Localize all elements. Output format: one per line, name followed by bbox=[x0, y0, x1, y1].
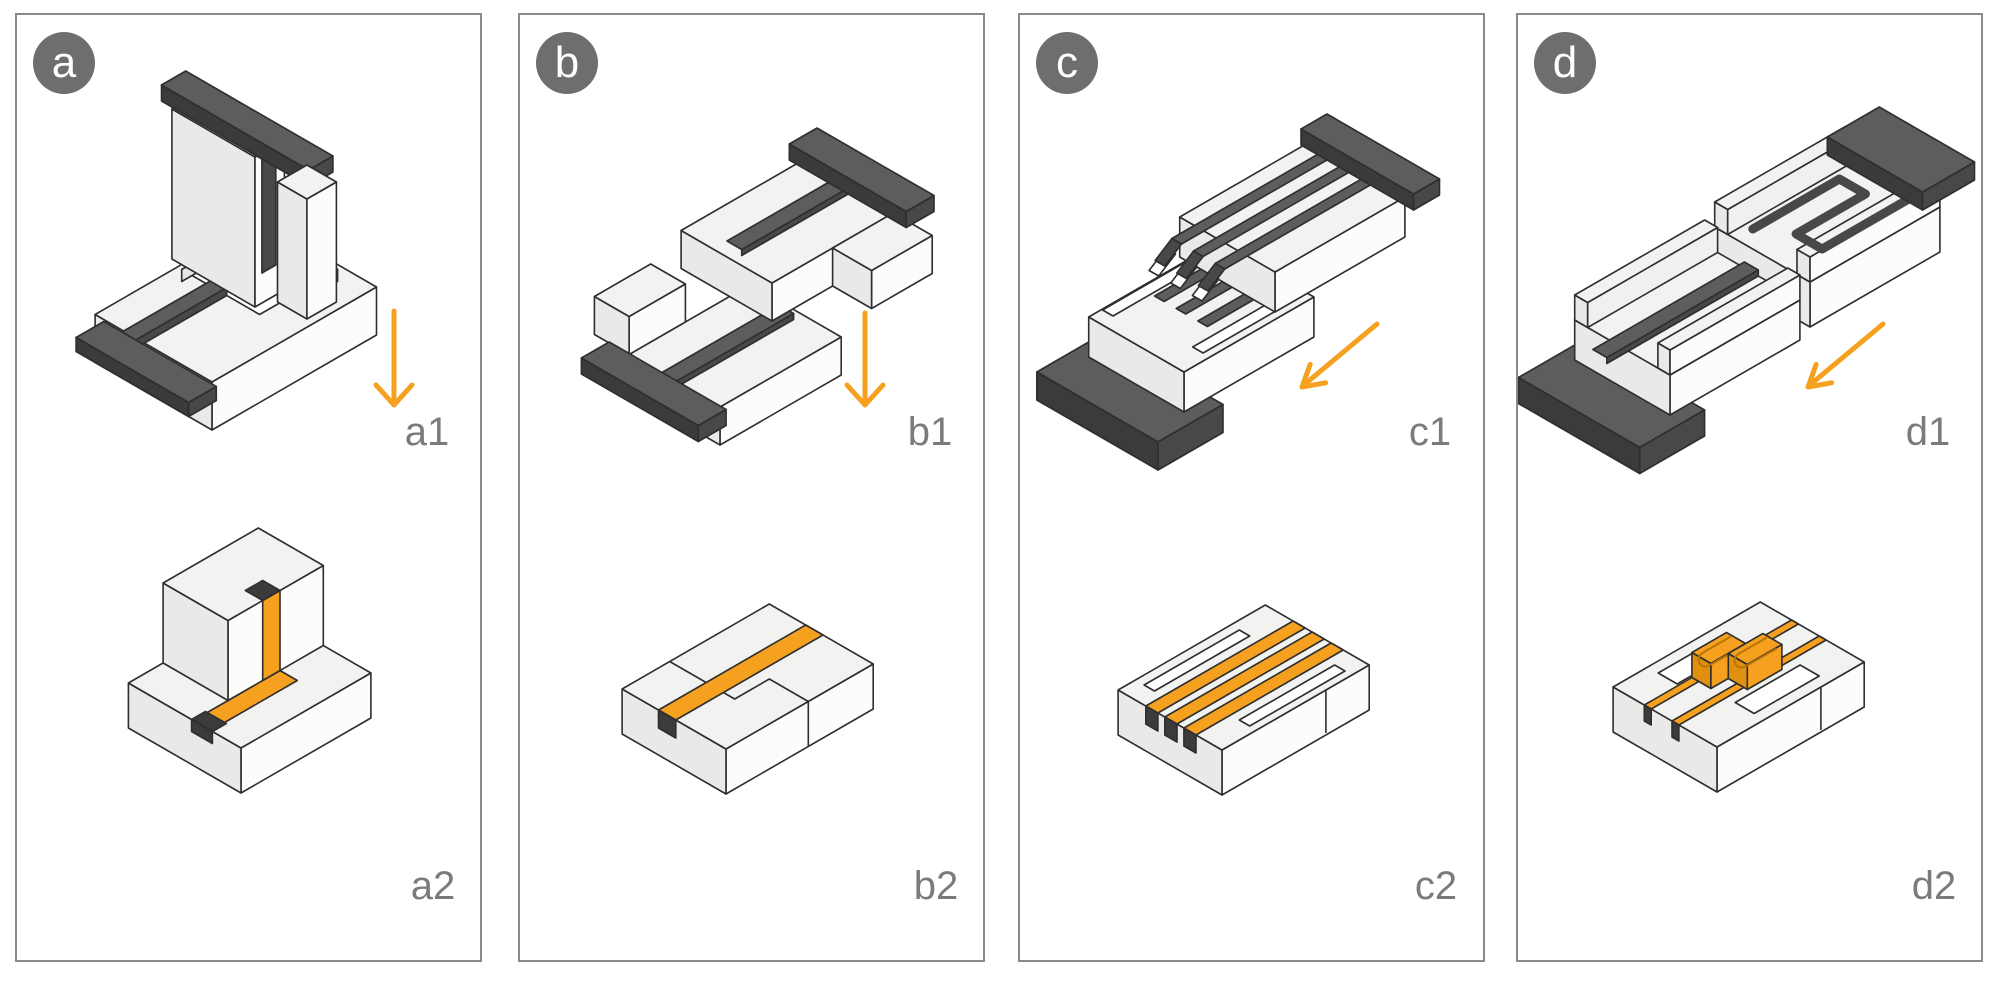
straight-channel bbox=[1592, 261, 1760, 359]
figure-c2-assembled-block bbox=[1117, 604, 1371, 796]
alignment-slot bbox=[1238, 664, 1346, 727]
assembly-direction-arrow bbox=[373, 308, 415, 408]
panel-d-badge-letter: d bbox=[1552, 38, 1578, 87]
figure-a2-assembled-block bbox=[127, 527, 372, 794]
panel-c-illustration: c1 c2 bbox=[1035, 113, 1457, 908]
panel-d-illustration: d1 d2 bbox=[1518, 106, 1976, 908]
panel-b-badge-letter: b bbox=[554, 38, 580, 87]
figure-b1-label: b1 bbox=[908, 410, 953, 454]
figure-b1-top-plate bbox=[680, 127, 935, 322]
assembly-direction-arrow bbox=[1805, 321, 1886, 390]
figure-a1-label: a1 bbox=[405, 410, 450, 454]
serpentine-channel bbox=[1748, 174, 1922, 254]
figure-d2-label: d2 bbox=[1912, 864, 1957, 908]
figure-b2-assembled-block bbox=[621, 603, 875, 795]
figure-b1-bottom-plate bbox=[580, 263, 843, 446]
inlet-port bbox=[1183, 727, 1197, 754]
inlet-port bbox=[1164, 716, 1178, 743]
figure-c2-label: c2 bbox=[1415, 864, 1457, 908]
panel-a-badge: a bbox=[33, 32, 95, 94]
panel-c-badge-letter: c bbox=[1056, 38, 1078, 87]
panel-b-badge: b bbox=[536, 32, 598, 94]
assembly-direction-arrow bbox=[1299, 321, 1380, 390]
figure-c1-label: c1 bbox=[1409, 410, 1451, 454]
panel-c: c bbox=[1018, 13, 1485, 962]
panel-d-badge: d bbox=[1534, 32, 1596, 94]
figure-d1-right-piece bbox=[1713, 106, 1976, 328]
panel-b-illustration: b1 b2 bbox=[580, 127, 959, 908]
figure-c1-right-piece bbox=[1148, 113, 1441, 313]
figure-d2-assembled-block bbox=[1612, 601, 1866, 793]
inlet-port bbox=[1643, 704, 1652, 726]
panel-b: b bbox=[518, 13, 985, 962]
panel-a: a bbox=[15, 13, 482, 962]
inlet-port bbox=[657, 709, 677, 739]
assembly-direction-arrow bbox=[844, 310, 886, 408]
panel-c-badge: c bbox=[1036, 32, 1098, 94]
panel-a-illustration: a1 a2 bbox=[75, 70, 456, 908]
figure-b2-label: b2 bbox=[914, 864, 959, 908]
figure-d1-label: d1 bbox=[1906, 410, 1951, 454]
figure-a2-label: a2 bbox=[411, 864, 456, 908]
alignment-slot bbox=[1143, 629, 1251, 692]
figure-a1-top-piece bbox=[160, 70, 338, 320]
inlet-port bbox=[1671, 720, 1680, 742]
alignment-slot bbox=[1734, 664, 1821, 715]
inlet-port bbox=[1145, 705, 1159, 732]
inlet-port bbox=[244, 579, 281, 602]
plate-seam bbox=[669, 660, 809, 703]
figure-d1-left-piece bbox=[1518, 219, 1801, 475]
channel-vertical bbox=[261, 589, 281, 682]
panel-d: d bbox=[1516, 13, 1983, 962]
panel-a-badge-letter: a bbox=[51, 38, 77, 87]
